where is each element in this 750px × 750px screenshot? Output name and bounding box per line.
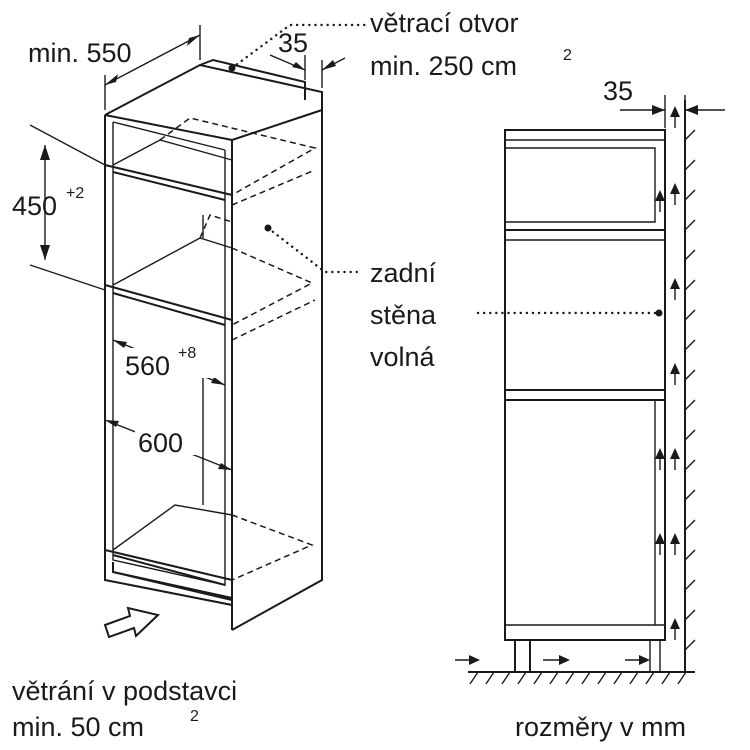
side-section: 35 [455, 76, 725, 685]
dim-600-arrow-left [105, 420, 119, 427]
back-wall-callout: zadní stěna volná [264, 224, 663, 372]
label-back-wall-1: zadní [370, 258, 437, 288]
shelf-top-front [104, 164, 233, 201]
label-600: 600 [138, 428, 183, 458]
air-in-arrow-icon [103, 606, 161, 639]
back-wall-leader-left [266, 226, 362, 274]
dim-560-label-bg [122, 348, 220, 378]
shelf-bottom-dashed [231, 514, 314, 581]
label-vent-opening-2: min. 250 cm [370, 51, 517, 81]
dim-35-right-arrow-r [685, 105, 698, 115]
dim-35-top: 35 [269, 28, 346, 88]
label-35-right: 35 [603, 76, 633, 106]
dim-35-arrow-right [322, 60, 336, 70]
dim-35-arrow-left [292, 62, 305, 70]
label-450: 450 [12, 191, 57, 221]
shelf-top-dashed-2 [231, 169, 316, 206]
base-vent-arrow [103, 606, 161, 639]
dim-600: 600 [104, 419, 233, 471]
back-wall-dot-right [655, 309, 663, 317]
cabinet-top-rim [199, 58, 306, 100]
dim-min-550: min. 550 [28, 25, 201, 110]
shelf-bottom-front [104, 549, 233, 586]
label-back-wall-2: stěna [370, 300, 437, 330]
dim-560-arrow-right [211, 377, 225, 385]
dim-450-arrow-bottom [40, 245, 50, 260]
dim-560-arrow-left [113, 340, 127, 348]
lower-appliance-top [505, 389, 665, 401]
shelf-top-dashed [159, 117, 318, 196]
plinth-line [112, 571, 233, 601]
air-up-arrows [655, 106, 680, 640]
rear-plinth [649, 640, 661, 672]
dim-450: 450 +2 [12, 124, 106, 291]
wall-hatch [684, 129, 696, 651]
vent-opening-dot [228, 64, 236, 72]
cabinet-drawing [104, 58, 323, 631]
label-560-sup: +8 [178, 345, 196, 362]
shelf-middle-dashed-2 [231, 299, 316, 341]
dim-550-arrow-right [187, 35, 200, 46]
air-floor-arrows [455, 655, 650, 665]
shelf-middle-dashed [199, 214, 314, 326]
dim-35-ext [304, 55, 323, 88]
dim-35-right-line [620, 95, 725, 128]
label-base-vent-2: min. 50 cm [12, 712, 144, 742]
cabinet-foot [514, 639, 531, 673]
dim-35-right-arrow-l [652, 105, 665, 115]
label-vent-opening-1: větrací otvor [370, 8, 519, 38]
cabinet-inner-frame [112, 122, 226, 586]
vent-opening-leader [230, 23, 367, 70]
shelf-middle-front [104, 284, 233, 326]
vent-opening-callout: větrací otvor min. 250 cm 2 [228, 8, 572, 81]
dim-450-arrow-top [40, 145, 50, 160]
cabinet-top-face [104, 63, 323, 116]
dim-550-arrow-left [105, 74, 118, 85]
shelf-middle-back [112, 237, 233, 286]
upper-appliance-bottom [504, 140, 665, 231]
label-560: 560 [125, 351, 170, 381]
dim-600-label-bg [135, 425, 200, 455]
label-back-wall-3: volná [370, 342, 436, 372]
floor-hatch [469, 671, 687, 685]
cabinet-top-front [104, 109, 323, 142]
dim-560: 560 +8 [112, 339, 226, 386]
dim-600-arrow-right [218, 463, 232, 470]
cabinet-right-side [231, 110, 323, 631]
label-vent-opening-sup: 2 [563, 47, 572, 64]
upper-appliance-inner [505, 147, 656, 223]
shelf-top-back [112, 139, 233, 166]
shelf-bottom-back [112, 504, 233, 551]
cabinet-inner-top [112, 121, 226, 151]
label-units: rozměry v mm [515, 712, 686, 742]
label-35-top: 35 [278, 28, 308, 58]
label-base-vent-sup: 2 [190, 708, 199, 725]
cabinet-side-rails [505, 139, 665, 626]
label-min-550: min. 550 [28, 38, 132, 68]
cabinet-front-left-edge [104, 115, 233, 630]
label-450-sup: +2 [66, 185, 84, 202]
label-base-vent-1: větrání v podstavci [12, 676, 237, 706]
cabinet-side-outline [504, 129, 666, 641]
dim-450-lines [29, 124, 106, 291]
dim-550-line [104, 25, 201, 110]
